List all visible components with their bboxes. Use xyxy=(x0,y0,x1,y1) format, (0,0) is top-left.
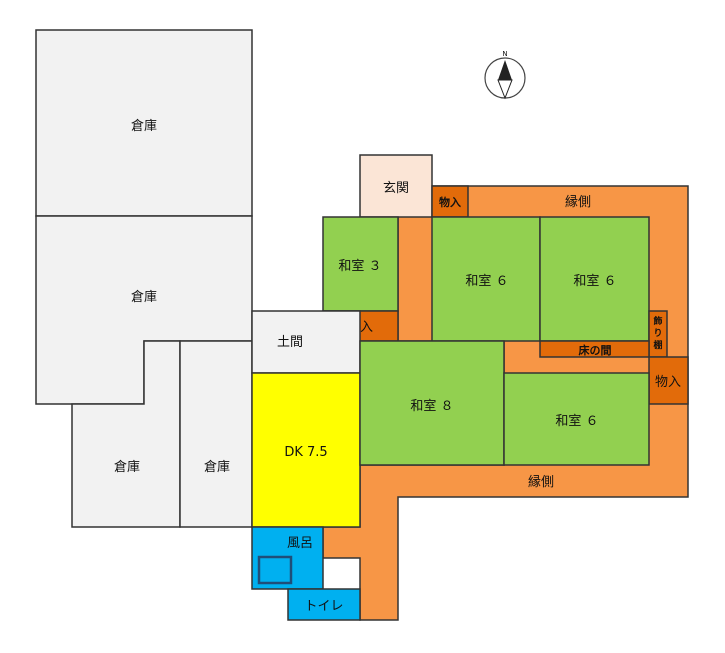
monoire-top-closet xyxy=(431,185,469,218)
kazaridana-char-2: り xyxy=(653,328,662,339)
washitsu-6b-label: 和室 ６ xyxy=(573,273,616,289)
genkan-label: 玄関 xyxy=(383,181,409,196)
monoire-right-label: 物入 xyxy=(655,375,681,390)
furo-label: 風呂 xyxy=(287,536,313,551)
storage-top-label: 倉庫 xyxy=(131,119,157,134)
tokonoma-alcove xyxy=(539,340,650,358)
dk-label: DK 7.5 xyxy=(284,445,327,460)
kazaridana-char-1: 飾 xyxy=(653,315,662,327)
tokonoma-label: 床の間 xyxy=(579,343,612,357)
kazaridana-char-3: 棚 xyxy=(653,339,662,351)
washitsu-3-room xyxy=(322,216,399,312)
monoire-top-label: 物入 xyxy=(439,195,461,209)
toilet-room xyxy=(287,588,361,621)
north-label: N xyxy=(502,50,507,58)
engawa-top-label: 縁側 xyxy=(565,194,591,210)
washitsu-6c-room xyxy=(503,372,650,466)
washitsu-8-room xyxy=(359,340,505,466)
storage-bottom-right-label: 倉庫 xyxy=(204,460,230,475)
storage-top-room xyxy=(35,29,253,217)
washitsu-8-label: 和室 ８ xyxy=(410,398,453,414)
washitsu-3-label: 和室 ３ xyxy=(338,258,381,274)
doma-room xyxy=(251,310,361,374)
toilet-label: トイレ xyxy=(304,599,343,614)
washitsu-6c-label: 和室 ６ xyxy=(555,413,598,429)
washitsu-6a-label: 和室 ６ xyxy=(465,273,508,289)
dk-room xyxy=(251,372,361,528)
engawa-bottom-label: 縁側 xyxy=(528,474,554,490)
storage-bottom-left-label: 倉庫 xyxy=(114,460,140,475)
north-arrow-icon: N xyxy=(484,50,526,100)
washitsu-6b-room xyxy=(539,216,650,342)
doma-label: 土間 xyxy=(277,335,303,350)
storage-mid-label: 倉庫 xyxy=(131,290,157,305)
genkan-room xyxy=(359,154,433,218)
monoire-right-closet xyxy=(648,356,689,405)
bathtub-icon xyxy=(257,555,293,585)
storage-bottom-right-room xyxy=(179,340,253,528)
